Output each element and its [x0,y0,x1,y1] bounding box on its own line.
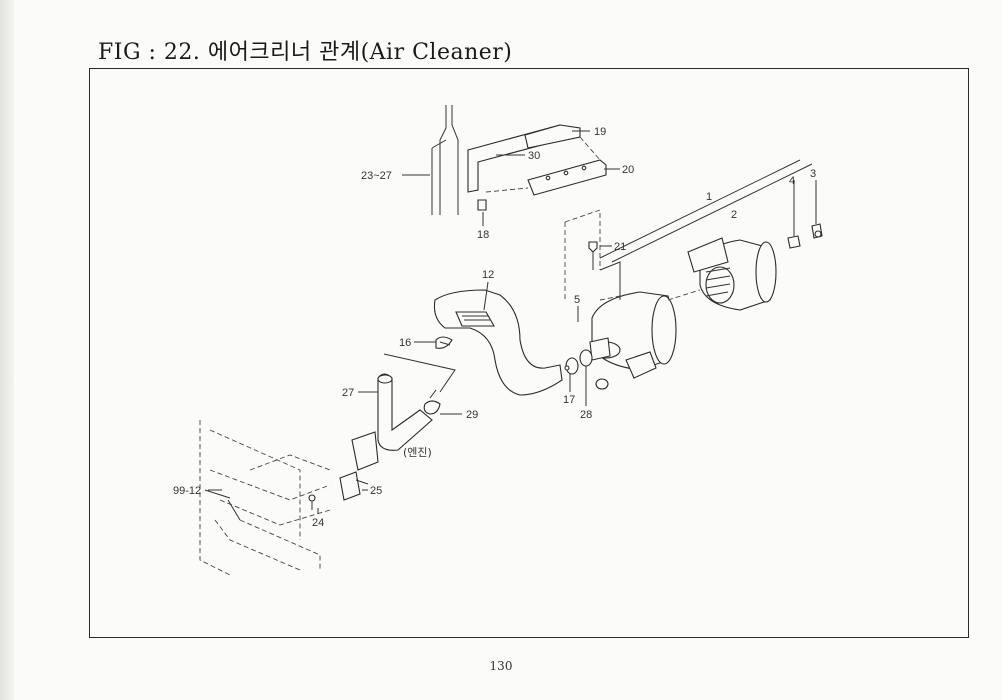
page-number: 130 [489,659,513,673]
callout-27: 27 [342,387,354,399]
callout-19: 19 [594,126,606,138]
callout-1: 1 [706,191,712,203]
figure-title: FIG : 22. 에어크리너 관계(Air Cleaner) [98,40,513,65]
callout-4: 4 [789,175,795,187]
chassis-drawing [199,420,379,576]
callout-25: 25 [370,485,382,497]
panel-bracket-drawing [431,105,607,215]
callout-engine: (엔진) [403,446,432,459]
leader-lines [208,130,620,514]
callout-24: 24 [312,517,324,529]
callout-18: 18 [477,229,489,241]
callout-5: 5 [574,294,580,306]
engine-hose-drawing [377,353,456,451]
callout-20: 20 [622,164,634,176]
callout-3: 3 [810,168,816,180]
callout-23-27: 23~27 [361,170,392,182]
callout-2: 2 [731,209,737,221]
callout-30: 30 [528,150,540,162]
intake-pipe-drawing [433,289,563,396]
air-cleaner-body-drawing [564,159,823,390]
callout-29: 29 [466,409,478,421]
callout-16: 16 [399,337,411,349]
scan-edge [0,0,14,700]
callout-21: 21 [614,241,626,253]
callout-99-12: 99-12 [173,485,201,497]
callout-17: 17 [563,394,575,406]
figure-frame [89,68,969,638]
callout-12: 12 [482,269,494,281]
callout-28: 28 [580,409,592,421]
